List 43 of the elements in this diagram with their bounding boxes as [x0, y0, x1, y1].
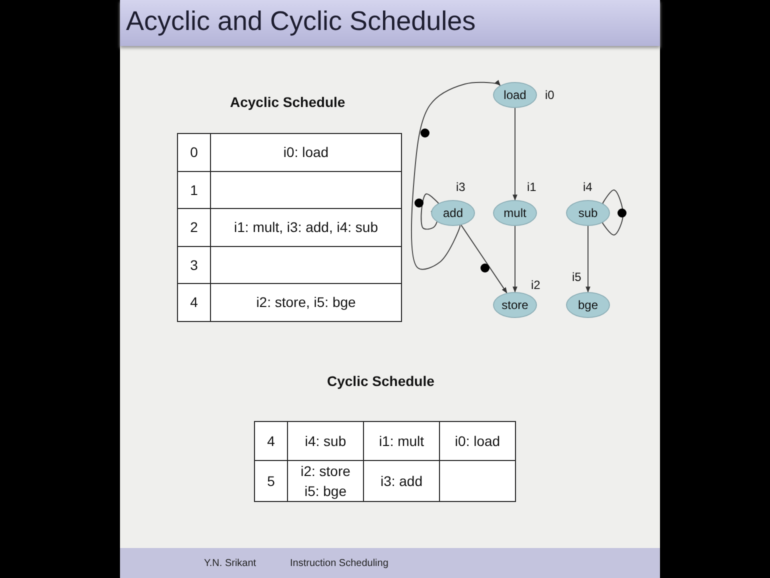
instruction-id: i1: [527, 180, 536, 194]
table-cell: 4: [178, 284, 210, 321]
slide-title: Acyclic and Cyclic Schedules: [126, 6, 476, 37]
node-label: mult: [504, 206, 526, 220]
table-cell: 3: [178, 246, 210, 284]
ellipse-node: [493, 292, 537, 318]
node-label: bge: [578, 298, 598, 312]
table-cell: i1: mult, i3: add, i4: sub: [210, 208, 402, 246]
arrow: [512, 226, 518, 293]
arrow: [512, 108, 518, 201]
node-label: load: [504, 88, 526, 102]
instruction-id: i2: [531, 278, 540, 292]
table-cell: i2: store, i5: bge: [210, 284, 402, 321]
table-cell: i1: mult: [364, 422, 440, 460]
arrow: [410, 80, 501, 270]
footer-text: Y.N. Srikant: [204, 558, 256, 569]
table-cell: 5: [254, 460, 288, 502]
table-heading: Acyclic Schedule: [230, 94, 346, 110]
ellipse-node: [566, 200, 610, 226]
table-cell: i3: add: [364, 460, 440, 502]
instruction-id: i3: [456, 180, 466, 194]
table-cell: 4: [254, 422, 288, 460]
node-label: add: [442, 206, 464, 220]
arrow: [586, 226, 590, 293]
table-cell: 1: [178, 171, 210, 208]
instruction-id: i5: [572, 270, 582, 284]
table-cell: 2: [178, 208, 210, 246]
table-cell: 0: [178, 134, 210, 171]
ellipse-node: [493, 82, 537, 108]
table-cell: i2: store i5: bge: [288, 460, 364, 502]
ellipse-node: [493, 200, 537, 226]
table-cell: i0: load: [210, 134, 402, 171]
node-label: sub: [578, 206, 598, 220]
table-heading: Cyclic Schedule: [327, 373, 434, 389]
table-cell: i0: load: [440, 422, 516, 460]
node-label: store: [502, 298, 528, 312]
footer-text: Instruction Scheduling: [290, 558, 388, 569]
instruction-id: i0: [545, 88, 554, 102]
instruction-id: i4: [583, 180, 592, 194]
ellipse-node: [431, 200, 475, 226]
arrow: [460, 224, 508, 294]
table-cell: i4: sub: [288, 422, 364, 460]
ellipse-node: [566, 292, 610, 318]
